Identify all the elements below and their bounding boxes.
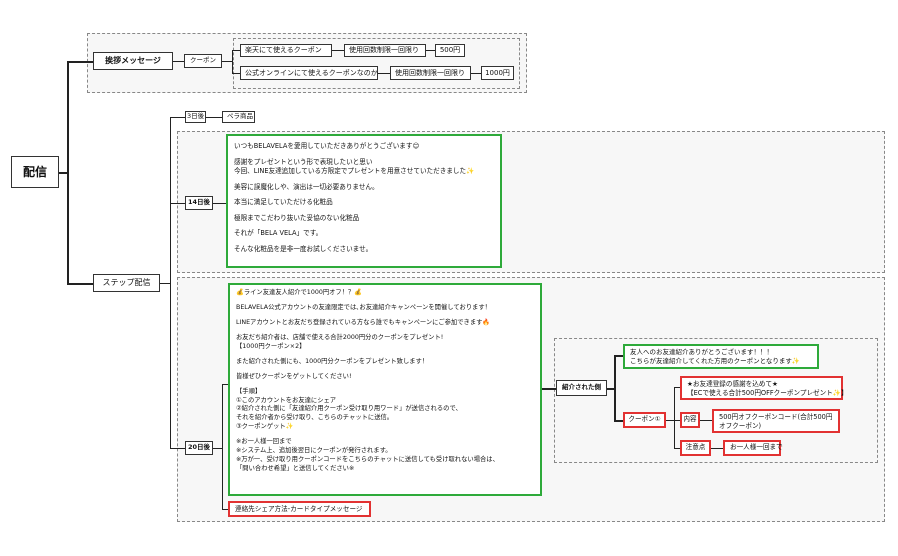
coupon-name-rakuten: 楽天にて使えるクーポン <box>240 44 332 57</box>
connector <box>213 203 226 204</box>
root-node: 配信 <box>11 156 59 188</box>
connector <box>67 61 93 63</box>
coupon-name-official: 公式オンラインにて使えるクーポンなのか <box>240 66 378 80</box>
connector <box>222 61 232 62</box>
msg-line: また紹介された側にも、1000円分クーポンをプレゼント致します！ <box>236 357 429 365</box>
note-message: お一人様一回まで <box>723 440 783 456</box>
day14-node: 14日後 <box>185 196 213 210</box>
msg-line: お友だち紹介者は、店舗で使える合計2000円分のクーポンをプレゼント! 【100… <box>236 333 444 350</box>
connector <box>232 50 233 73</box>
content-message: 500円オフクーポンコード(合計500円 オフクーポン) <box>712 409 840 433</box>
msg-line: 💰ライン友達友人紹介で1000円オフ！？💰 <box>236 289 363 296</box>
msg-line: 【手順】 ①このアカウントをお友達にシェア ②紹介された側に「友達紹介用クーポン… <box>236 387 462 431</box>
msg-line: 本当に満足していただける化粧品 <box>234 198 333 207</box>
msg-line: LINEアカウントとお友だち登録されている方なら誰でもキャンペーンにご参加できま… <box>236 318 491 326</box>
bonus-message: ★お友達登録の感謝を込めて★ 【ECで使える合計500円OFFクーポンプレゼント… <box>680 376 848 400</box>
connector <box>700 420 712 421</box>
msg-line: BELAVELA公式アカウントの友達限定では､お友達紹介キャンペーンを開催してお… <box>236 303 491 311</box>
connector <box>67 61 69 284</box>
day20-message: 💰ライン友達友人紹介で1000円オフ！？💰 BELAVELA公式アカウントの友達… <box>228 283 542 496</box>
connector <box>607 388 615 390</box>
connector <box>59 172 68 174</box>
referred-thanks-message: 友人へのお友達紹介ありがとうございます！！！ こちらが友達紹介してくれた方用のク… <box>623 344 819 369</box>
msg-line: それが「BELA VELA」です。 <box>234 229 323 238</box>
connector <box>666 420 674 421</box>
share-message: 連絡先シェア方法-カードタイプメッセージ <box>228 501 371 517</box>
coupon-price-official: 1000円 <box>481 66 514 80</box>
connector <box>170 117 185 118</box>
connector <box>213 448 222 449</box>
connector <box>542 388 556 390</box>
content-node: 内容 <box>680 412 700 428</box>
msg-line: 極限までこだわり抜いた妥協のない化粧品 <box>234 213 360 222</box>
connector <box>614 420 623 422</box>
connector <box>674 387 680 388</box>
msg-line: 感謝をプレゼントという形で表現したいと思い 今回、LINE友達追加している方限定… <box>234 157 475 176</box>
msg-line: 美容に誤魔化しや、演出は一切必要ありません。 <box>234 182 379 191</box>
connector <box>160 283 170 284</box>
connector <box>170 203 185 204</box>
referred-node: 紹介された側 <box>556 380 607 396</box>
day20-node: 20日後 <box>185 441 213 455</box>
connector <box>206 117 222 118</box>
day3-node: 3日後 <box>185 111 206 123</box>
day3-item: ペラ商品 <box>222 111 255 123</box>
connector <box>173 61 184 62</box>
connector <box>170 448 185 449</box>
coupon-price-rakuten: 500円 <box>435 44 465 57</box>
day14-message: いつもBELAVELAを愛用していただきありがとうございます😊 感謝をプレゼント… <box>226 134 502 268</box>
step-node: ステップ配信 <box>93 274 160 292</box>
connector <box>471 73 481 74</box>
connector <box>674 448 680 449</box>
coupon-node: クーポン <box>184 54 222 68</box>
connector <box>674 420 680 421</box>
connector <box>222 384 223 509</box>
coupon-limit-rakuten: 使用回数制限一回限り <box>344 44 426 57</box>
connector <box>426 50 435 51</box>
connector <box>674 387 675 448</box>
note-node: 注意点 <box>680 440 711 456</box>
connector <box>711 448 723 449</box>
connector <box>378 73 390 74</box>
connector <box>222 509 228 510</box>
connector <box>232 73 240 74</box>
msg-line: 皆様ぜひクーポンをゲットしてください! <box>236 372 352 380</box>
connector <box>67 283 93 285</box>
greeting-node: 挨拶メッセージ <box>93 52 173 70</box>
coupon-limit-official: 使用回数制限一回限り <box>390 66 471 80</box>
coupon1-node: クーポン① <box>623 412 666 428</box>
connector <box>614 355 623 357</box>
msg-line: ※お一人様一回まで ※システム上、追加後翌日にクーポンが発行されます。 ※万が一… <box>236 438 499 473</box>
connector <box>232 50 240 51</box>
connector <box>170 117 171 448</box>
connector <box>222 384 228 385</box>
msg-line: そんな化粧品を是非一度お試しくださいませ。 <box>234 244 373 253</box>
connector <box>614 355 616 420</box>
connector <box>332 50 344 51</box>
msg-line: いつもBELAVELAを愛用していただきありがとうございます😊 <box>234 142 420 150</box>
